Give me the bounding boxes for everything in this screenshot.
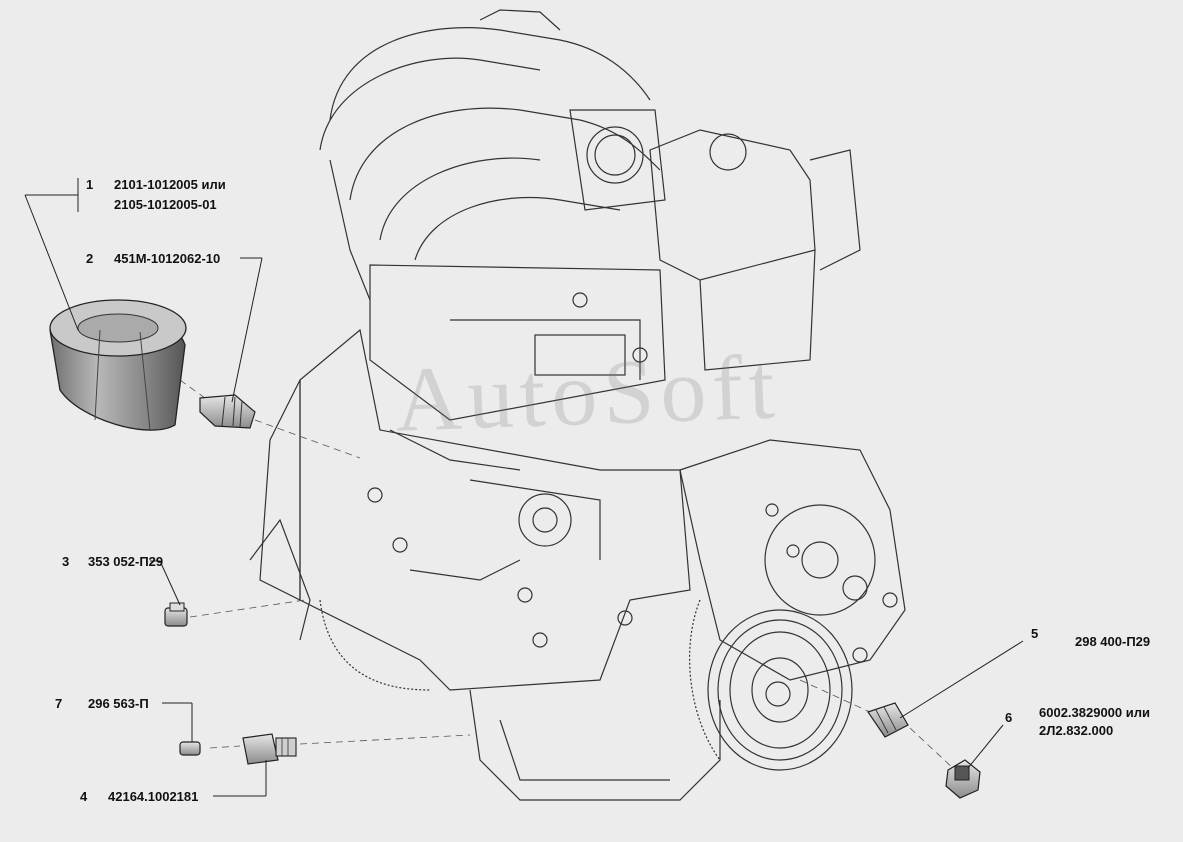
callout-7-number: 7 — [55, 696, 63, 711]
oil-pressure-sensor — [945, 759, 981, 799]
callout-2-part: 451М-1012062-10 — [114, 251, 221, 266]
callout-6-part: 6002.3829000 или — [1039, 705, 1150, 720]
callout-7-part: 296 563-П — [88, 696, 149, 711]
callout-1-number: 1 — [86, 177, 94, 192]
callout-3-part: 353 052-П29 — [88, 554, 164, 569]
plug-353 — [164, 602, 188, 627]
callout-1-part-alt: 2105-1012005-01 — [114, 197, 217, 212]
callout-4-number: 4 — [80, 789, 88, 804]
callout-6-number: 6 — [1005, 710, 1013, 725]
engine-block — [249, 9, 906, 801]
callout-3-number: 3 — [62, 554, 70, 569]
callout-1-part: 2101-1012005 или — [114, 177, 226, 192]
oil-filter — [49, 299, 187, 431]
assembly-lines — [179, 379, 956, 771]
callout-4-part: 42164.1002181 — [108, 789, 199, 804]
plug-298 — [867, 702, 909, 738]
callout-2-number: 2 — [86, 251, 94, 266]
callout-5-number: 5 — [1031, 626, 1039, 641]
filter-fitting — [199, 394, 256, 429]
callout-5-part: 298 400-П29 — [1075, 634, 1151, 649]
adapter-42164 — [242, 733, 297, 765]
plug-296 — [179, 741, 201, 756]
leader-lines — [24, 178, 1024, 797]
callout-6-part-alt: 2Л2.832.000 — [1039, 723, 1114, 738]
